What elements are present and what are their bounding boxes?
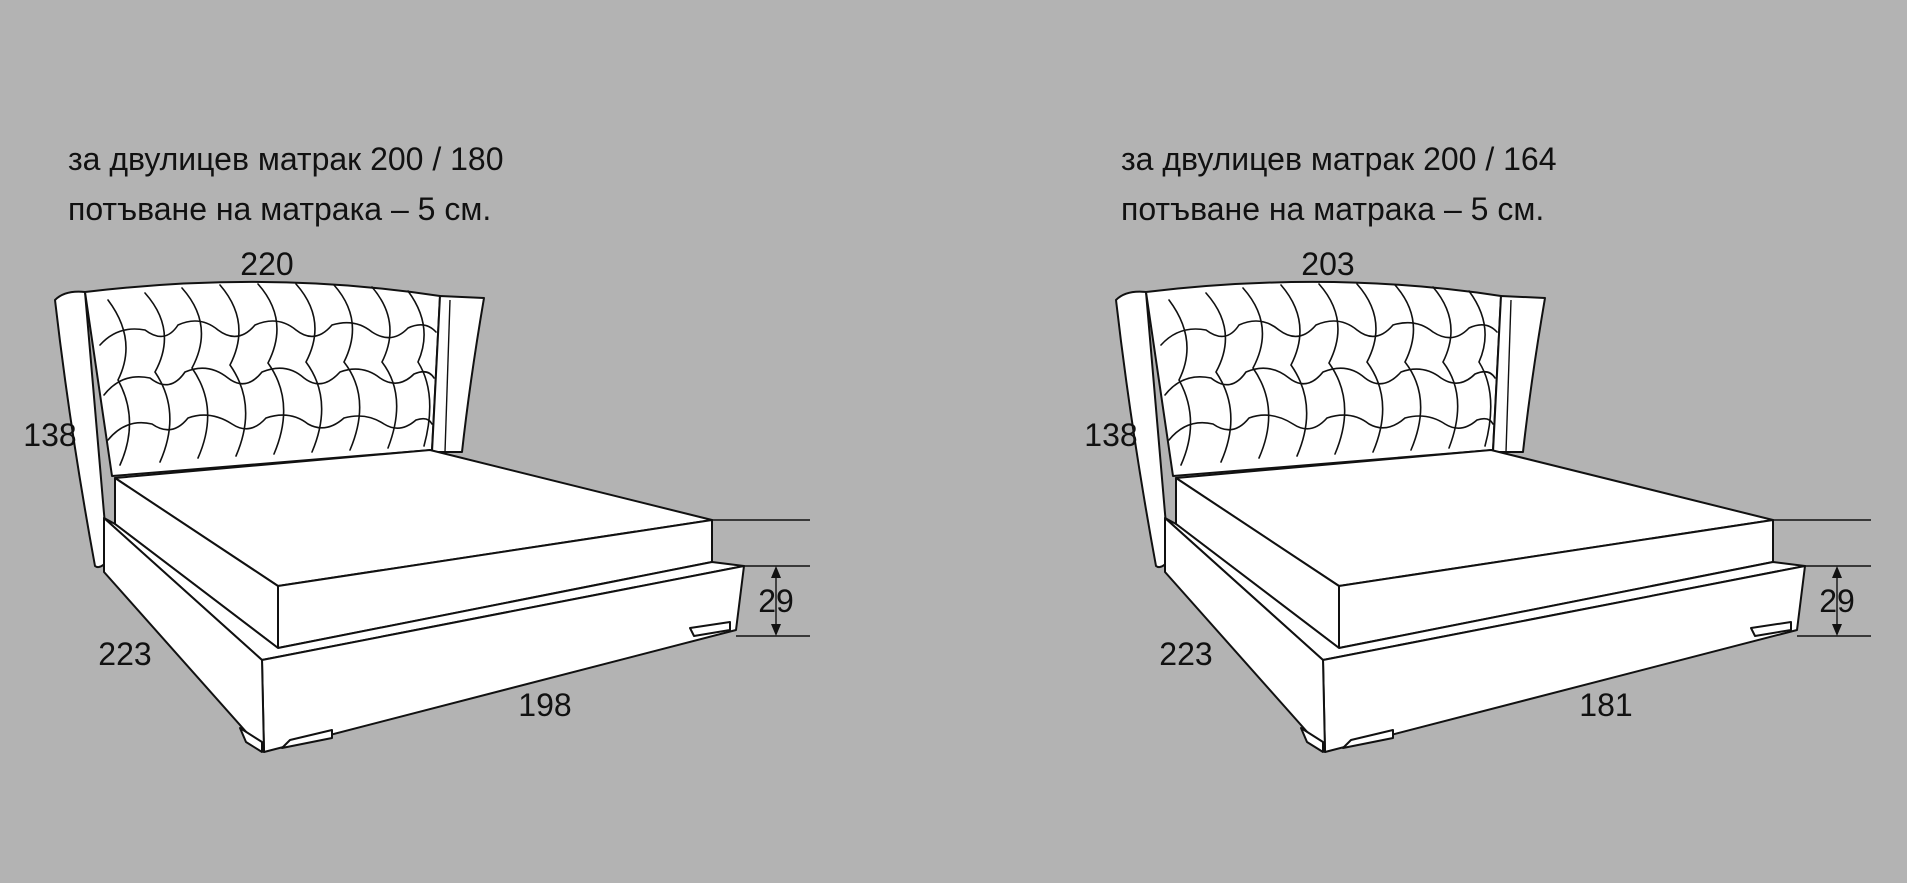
length-dimension: 223 xyxy=(98,636,151,672)
mattress-height-dimension: 29 xyxy=(758,583,794,619)
bed-diagram-1: за двулицев матрак 200 / 180 потъване на… xyxy=(23,141,811,753)
height-dimension: 138 xyxy=(1084,417,1137,453)
caption-line-2: потъване на матрака – 5 см. xyxy=(1121,191,1544,227)
length-dimension: 223 xyxy=(1159,636,1212,672)
caption-line-2: потъване на матрака – 5 см. xyxy=(68,191,491,227)
caption-line-1: за двулицев матрак 200 / 164 xyxy=(1121,141,1557,177)
frame-width-dimension: 181 xyxy=(1579,687,1632,723)
caption-line-1: за двулицев матрак 200 / 180 xyxy=(68,141,504,177)
width-dimension: 220 xyxy=(240,246,293,282)
bed-drawing-1 xyxy=(54,280,811,753)
height-dimension: 138 xyxy=(23,417,76,453)
mattress-height-dimension: 29 xyxy=(1819,583,1855,619)
width-dimension: 203 xyxy=(1301,246,1354,282)
bed-drawing-2 xyxy=(1115,280,1872,753)
frame-width-dimension: 198 xyxy=(518,687,571,723)
bed-diagram-2: за двулицев матрак 200 / 164 потъване на… xyxy=(1084,141,1872,753)
